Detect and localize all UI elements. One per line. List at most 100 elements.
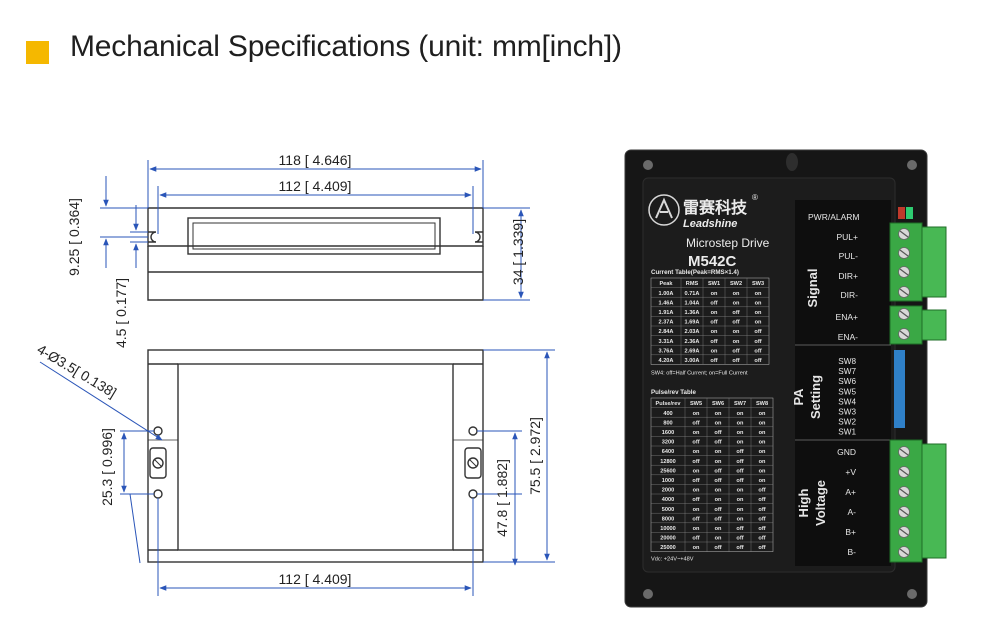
current-table-cell: on — [755, 300, 762, 306]
signal-pin-label: ENA+ — [836, 312, 858, 322]
label-panel — [795, 200, 891, 566]
page-title: Mechanical Specifications (unit: mm[inch… — [70, 30, 622, 63]
hv-pin-label: A- — [848, 507, 857, 517]
pulse-table-cell: off — [714, 478, 721, 484]
front-view-inner-panel — [177, 363, 454, 551]
current-table-cell: 1.69A — [685, 320, 700, 326]
product-subtitle: Microstep Drive — [686, 236, 770, 250]
pulse-table-cell: off — [758, 497, 765, 503]
pa-group-label-2: Setting — [808, 375, 823, 419]
pulse-table-cell: on — [715, 526, 722, 532]
pulse-table-cell: 2000 — [662, 488, 674, 494]
pulse-table-cell: off — [736, 449, 743, 455]
brand-name: Leadshine — [683, 218, 737, 230]
current-table-cell: off — [732, 320, 739, 326]
pulse-table-cell: on — [715, 449, 722, 455]
current-table-cell: on — [733, 329, 740, 335]
pulse-table-cell: off — [736, 545, 743, 551]
switch-label: SW1 — [838, 428, 856, 437]
current-table-cell: 2.36A — [685, 339, 700, 345]
current-table-cell: on — [733, 300, 740, 306]
front-screw — [152, 457, 164, 469]
current-table-cell: off — [710, 358, 717, 364]
mount-hole-top — [643, 160, 653, 170]
signal-pin-label: ENA- — [838, 332, 858, 342]
power-alarm-label: PWR/ALARM — [808, 212, 859, 222]
pulse-table-cell: 12800 — [660, 459, 676, 465]
current-table-cell: on — [733, 339, 740, 345]
pulse-table-header: Pulse/rev — [656, 401, 682, 407]
current-table-cell: on — [711, 310, 718, 316]
current-table-cell: off — [732, 348, 739, 354]
product-photo — [624, 149, 928, 608]
hv-pin-label: +V — [845, 467, 856, 477]
current-table-header: SW1 — [708, 281, 720, 287]
current-table-cell: on — [711, 348, 718, 354]
pulse-table-cell: off — [714, 440, 721, 446]
top-view-flange — [147, 207, 484, 247]
pulse-table-cell: on — [737, 507, 744, 513]
signal-pin-labels: PUL+PUL-DIR+DIR-ENA+ENA- — [836, 232, 859, 342]
current-table-cell: off — [754, 339, 761, 345]
switch-label: SW4 — [838, 397, 856, 406]
pulse-table-cell: 6400 — [662, 449, 674, 455]
current-table-cell: 2.37A — [659, 320, 674, 326]
pulse-table-cell: off — [692, 478, 699, 484]
heatsink-slot — [786, 153, 798, 171]
pulse-table-cell: on — [737, 411, 744, 417]
current-table-header: SW2 — [730, 281, 742, 287]
current-table-cell: 1.00A — [659, 291, 674, 297]
pulse-table-cell: on — [759, 420, 766, 426]
current-table-cell: 2.69A — [685, 348, 700, 354]
current-table-note: SW4: off=Half Current; on=Full Current — [651, 370, 748, 376]
current-table-header: RMS — [686, 281, 699, 287]
pulse-table-cell: off — [758, 526, 765, 532]
mount-hole-bottom — [907, 589, 917, 599]
signal-group-label: Signal — [805, 268, 820, 307]
pulse-table-cell: 3200 — [662, 440, 674, 446]
pulse-table-cell: off — [714, 516, 721, 522]
brand-logo — [648, 194, 680, 226]
pulse-table-cell: 400 — [663, 411, 672, 417]
dim-slot-offset: 9.25 [ 0.364] — [66, 198, 82, 276]
pulse-table-cell: 8000 — [662, 516, 674, 522]
top-view-terminal-window — [187, 217, 441, 255]
pulse-table-header: SW7 — [734, 401, 746, 407]
pulse-table-cell: on — [737, 497, 744, 503]
current-table-cell: 0.71A — [685, 291, 700, 297]
pulse-table-cell: on — [693, 449, 700, 455]
logo-emblem — [648, 194, 680, 226]
pulse-table-cell: on — [715, 488, 722, 494]
pulse-table-cell: on — [693, 430, 700, 436]
dim-overall-height: 75.5 [ 2.972] — [527, 417, 543, 495]
pulse-table-title: Pulse/rev Table — [651, 389, 696, 396]
current-table-cell: on — [755, 310, 762, 316]
hv-pin-label: B+ — [845, 527, 856, 537]
power-connector[interactable] — [889, 439, 947, 563]
pulse-table-cell: 1600 — [662, 430, 674, 436]
pulse-table-cell: off — [758, 516, 765, 522]
pulse-table-cell: off — [692, 497, 699, 503]
hv-group-label: High — [796, 489, 811, 518]
dim-top-mount-width: 112 [ 4.409] — [279, 178, 352, 194]
dim-overall-width: 118 [ 4.646] — [279, 152, 352, 168]
pulse-table-cell: off — [736, 468, 743, 474]
signal-connector[interactable] — [889, 222, 947, 345]
current-table-cell: 2.03A — [685, 329, 700, 335]
signal-pin-label: PUL+ — [837, 232, 859, 242]
signal-pin-label: PUL- — [839, 251, 859, 261]
pulse-table-cell: on — [737, 516, 744, 522]
dim-bottom-mount-width: 112 [ 4.409] — [279, 571, 352, 587]
mount-hole-top — [907, 160, 917, 170]
dip-switch[interactable] — [894, 350, 905, 428]
mount-hole-bottom — [643, 589, 653, 599]
front-view-outline — [147, 349, 484, 563]
pulse-table-cell: on — [759, 459, 766, 465]
pulse-table-cell: off — [758, 488, 765, 494]
front-screw — [467, 457, 479, 469]
front-mount-hole — [153, 489, 163, 499]
pulse-table-cell: 1000 — [662, 478, 674, 484]
